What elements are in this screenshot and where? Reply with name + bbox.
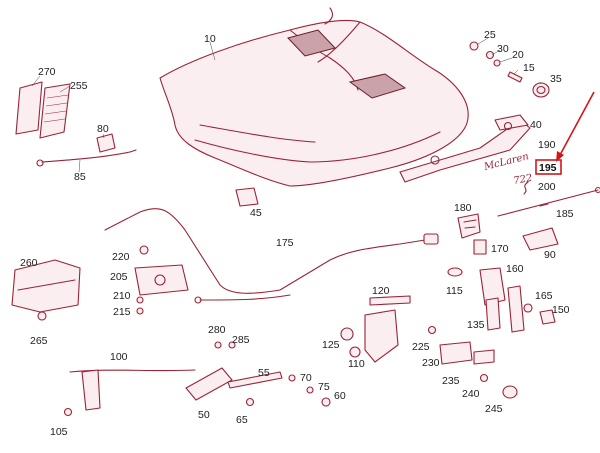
label-30: 30	[497, 43, 509, 55]
label-90: 90	[544, 249, 556, 261]
label-50: 50	[198, 409, 210, 421]
label-200: 200	[538, 181, 556, 193]
rod-185	[497, 186, 600, 217]
clip-45	[235, 187, 259, 207]
gas-strut-55	[185, 341, 283, 407]
latch-180	[457, 213, 481, 239]
label-225: 225	[412, 341, 430, 353]
label-280: 280	[208, 324, 226, 336]
cable-release-assembly	[36, 133, 137, 167]
label-70: 70	[300, 372, 312, 384]
highlight-arrow	[556, 91, 595, 162]
label-240: 240	[462, 388, 480, 400]
label-230: 230	[422, 357, 440, 369]
label-55: 55	[258, 367, 270, 379]
hood-panel	[159, 7, 469, 187]
label-220: 220	[112, 251, 130, 263]
pads-170-90	[473, 227, 559, 255]
highlight-box-195	[535, 159, 562, 175]
label-105: 105	[50, 426, 68, 438]
side-panel-260	[11, 259, 81, 321]
bracket-205-assembly	[134, 245, 189, 315]
label-10: 10	[204, 33, 216, 45]
part-labels: 10 25 30 20 15 35 40 190 195 200 185 270…	[20, 29, 574, 438]
lock-bracket-110	[340, 295, 411, 363]
label-245: 245	[485, 403, 503, 415]
label-120: 120	[372, 285, 390, 297]
hood-hinge	[399, 114, 531, 183]
label-260: 260	[20, 257, 38, 269]
label-115: 115	[446, 285, 463, 297]
slr-722-badge: 722	[513, 173, 534, 187]
label-35: 35	[550, 73, 562, 85]
label-180: 180	[454, 202, 472, 214]
label-20: 20	[512, 49, 524, 61]
latch-lower-assembly	[447, 267, 556, 333]
label-85: 85	[74, 171, 86, 183]
label-215: 215	[113, 306, 131, 318]
label-15: 15	[523, 62, 535, 74]
label-170: 170	[491, 243, 509, 255]
fasteners-top-right	[469, 41, 550, 98]
label-165: 165	[535, 290, 553, 302]
label-265: 265	[30, 335, 48, 347]
label-75: 75	[318, 381, 330, 393]
label-160: 160	[506, 263, 524, 275]
label-40: 40	[530, 119, 542, 131]
label-210: 210	[113, 290, 131, 302]
label-235: 235	[442, 375, 460, 387]
small-fasteners-70-75-60	[288, 374, 331, 407]
prop-rod-100	[63, 369, 196, 417]
air-vents	[15, 81, 71, 139]
label-185: 185	[556, 208, 574, 220]
label-25: 25	[484, 29, 496, 41]
label-270: 270	[38, 66, 56, 78]
hinge-lower-fasteners	[427, 325, 518, 399]
label-100: 100	[110, 351, 128, 363]
label-60: 60	[334, 390, 346, 402]
label-205: 205	[110, 271, 128, 283]
emblem-s-shape	[523, 181, 529, 195]
label-285: 285	[232, 334, 250, 346]
label-65: 65	[236, 414, 248, 426]
label-195-highlighted: 195	[539, 162, 557, 174]
label-190: 190	[538, 139, 556, 151]
label-150: 150	[552, 304, 570, 316]
label-110: 110	[348, 358, 365, 370]
label-175: 175	[276, 237, 294, 249]
label-80: 80	[97, 123, 109, 135]
leader-lines	[31, 37, 542, 173]
label-255: 255	[70, 80, 88, 92]
release-cable-175	[104, 208, 439, 304]
label-45: 45	[250, 207, 262, 219]
label-125: 125	[322, 339, 340, 351]
label-135: 135	[467, 319, 485, 331]
